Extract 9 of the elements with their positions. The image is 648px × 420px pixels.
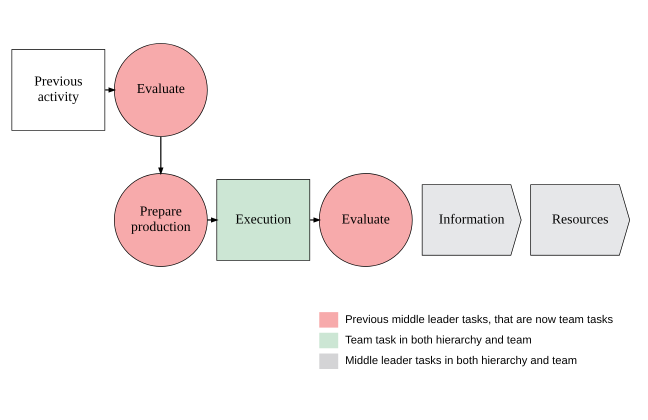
legend-label: Middle leader tasks in both hierarchy and team xyxy=(345,354,578,367)
node-circle: Evaluate xyxy=(114,42,208,136)
legend-label: Previous middle leader tasks, that are now team tasks xyxy=(345,313,614,326)
node-circle: Evaluate xyxy=(318,172,413,266)
node-box: Previous activity xyxy=(12,48,106,130)
legend-label: Team task in both hierarchy and team xyxy=(345,334,532,346)
node-circle: Prepare production xyxy=(114,172,208,266)
arrow xyxy=(158,136,164,175)
node-box: Execution xyxy=(216,178,310,260)
